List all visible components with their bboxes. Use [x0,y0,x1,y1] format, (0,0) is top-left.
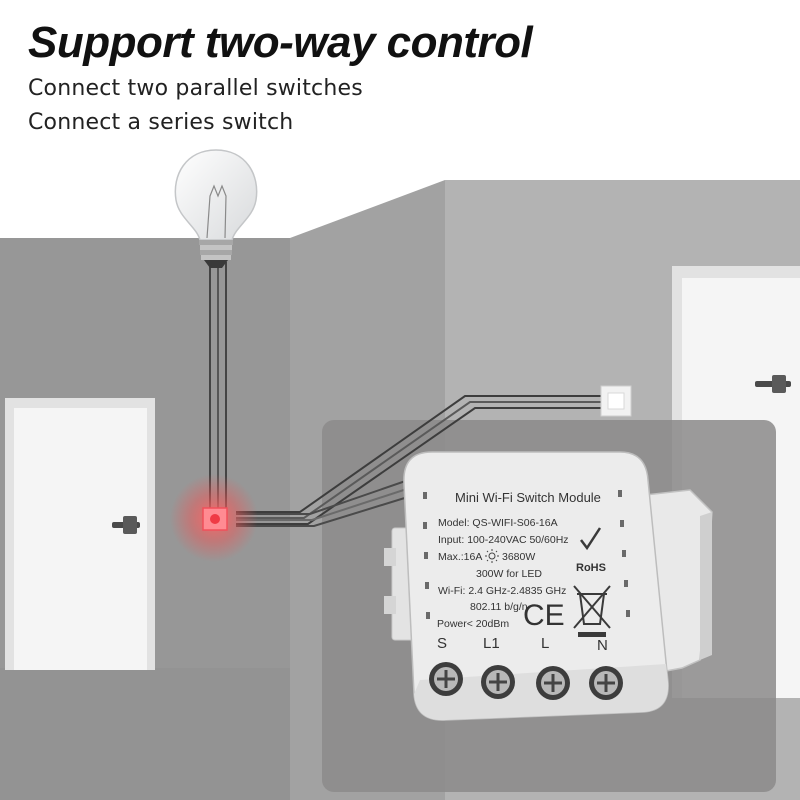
spec-led: 300W for LED [476,568,542,580]
ce-mark-icon: CE [523,599,565,632]
floor [0,668,290,800]
terminal-label-l1: L1 [483,635,500,652]
spec-model: Model: QS-WIFI-S06-16A [438,517,558,529]
spec-wifi-std: 802.11 b/g/n [470,601,528,613]
rohs-mark: RoHS [576,562,606,574]
junction-indicator [170,474,258,562]
spec-wifi: Wi-Fi: 2.4 GHz-2.4835 GHz [438,585,566,597]
door-handle-icon [112,516,140,534]
left-door-panel [14,408,147,670]
sun-icon [485,549,499,563]
terminal-label-l: L [541,635,549,652]
subline-parallel: Connect two parallel switches [28,76,363,101]
wiring [209,262,602,527]
module-title: Mini Wi-Fi Switch Module [455,490,601,505]
wall-switch-icon [600,385,632,417]
screw-icon [429,662,463,696]
subline-series: Connect a series switch [28,110,294,135]
door-handle-icon [755,375,791,393]
spec-power: Power< 20dBm [437,618,509,630]
vent-dots [423,490,630,619]
left-door [5,398,155,670]
weee-bin-icon [573,585,611,637]
switch-module: Mini Wi-Fi Switch Module Model: QS-WIFI-… [384,451,713,721]
light-bulb-icon [174,149,258,268]
screw-icon [481,665,515,699]
screw-icon [536,666,570,700]
spec-max-watts: 3680W [502,551,535,563]
spec-input: Input: 100-240VAC 50/60Hz [438,534,569,546]
terminal-label-n: N [597,637,608,654]
terminal-label-s: S [437,635,447,652]
spec-max: Max.:16A [438,551,482,563]
checkmark-icon [580,527,602,551]
headline: Support two-way control [28,18,533,67]
screw-icon [589,666,623,700]
